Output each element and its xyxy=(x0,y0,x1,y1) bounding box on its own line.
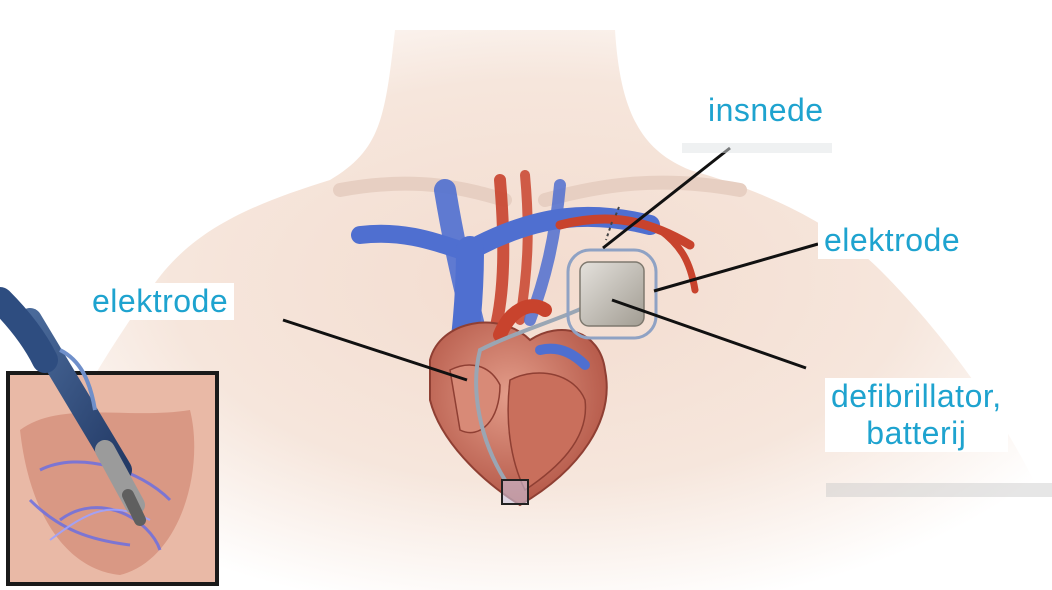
defibrillator-device xyxy=(580,262,644,326)
label-defibrillator: defibrillator, batterij xyxy=(825,378,1008,452)
label-defibrillator-line1: defibrillator, xyxy=(831,378,1002,415)
label-elektrode-left: elektrode xyxy=(86,283,234,320)
label-defibrillator-line2: batterij xyxy=(831,415,1002,452)
label-elektrode-right: elektrode xyxy=(818,222,966,259)
inset-marker-box xyxy=(502,480,528,504)
label-insnede: insnede xyxy=(702,92,830,129)
